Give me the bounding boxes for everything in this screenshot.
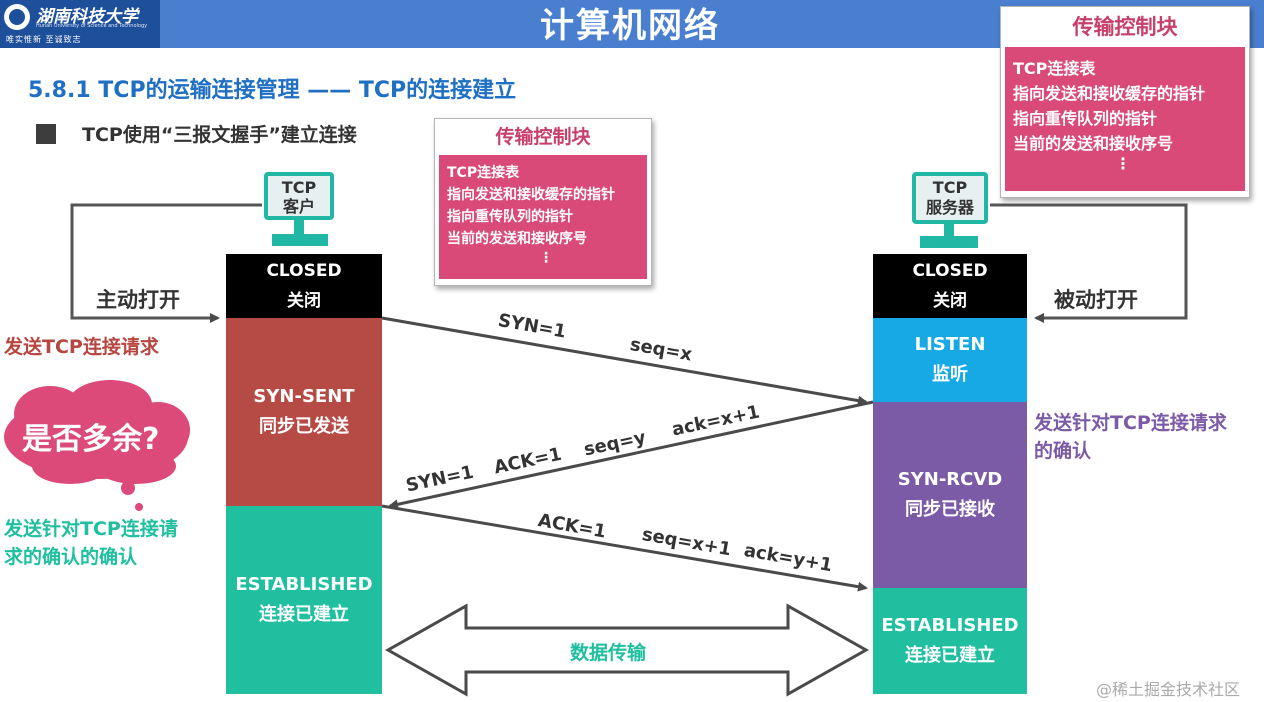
- send-ack-ack-label-line2: 求的确认的确认: [4, 546, 138, 568]
- state-en: CLOSED: [912, 261, 988, 281]
- tcb-right-line: 指向重传队列的指针: [1013, 109, 1158, 128]
- tcb-right-line: 指向发送和接收缓存的指针: [1013, 84, 1206, 103]
- tcb-right: 传输控制块 TCP连接表 指向发送和接收缓存的指针 指向重传队列的指针 当前的发…: [1000, 6, 1250, 198]
- logo-name-en: Hunan University of Science and Technolo…: [36, 23, 148, 29]
- tcb-right-body: TCP连接表 指向发送和接收缓存的指针 指向重传队列的指针 当前的发送和接收序号…: [1005, 47, 1245, 191]
- data-transfer-label: 数据传输: [570, 642, 647, 664]
- university-logo: 湖南科技大学 Hunan University of Science and T…: [0, 0, 160, 48]
- server-monitor-icon: TCP 服务器: [912, 172, 988, 224]
- tcb-right-ellipsis: ⋮: [1115, 154, 1131, 173]
- client-monitor-neck: [294, 220, 304, 234]
- server-state-listen: LISTEN 监听: [873, 318, 1027, 402]
- state-en: ESTABLISHED: [881, 615, 1019, 636]
- server-monitor-line2: 服务器: [925, 198, 974, 217]
- syn-arrow: [381, 316, 868, 406]
- state-en: ESTABLISHED: [235, 574, 373, 595]
- state-cn: 同步已发送: [259, 416, 349, 437]
- client-state-established: ESTABLISHED 连接已建立: [226, 506, 382, 694]
- page-title: 计算机网络: [540, 6, 720, 46]
- synack-arrow: [388, 400, 874, 510]
- tcb-center-ellipsis: ⋮: [539, 250, 553, 266]
- logo-name-cn: 湖南科技大学: [36, 7, 138, 27]
- server-monitor-neck: [944, 224, 954, 236]
- state-cn: 关闭: [933, 291, 967, 311]
- tcb-center-line: 指向发送和接收缓存的指针: [447, 187, 615, 203]
- state-cn: 同步已接收: [905, 499, 995, 520]
- state-cn: 关闭: [287, 291, 321, 311]
- state-cn: 连接已建立: [259, 604, 349, 625]
- state-cn: 连接已建立: [905, 645, 995, 666]
- passive-open-connector: [990, 203, 1188, 323]
- section-title: 5.8.1 TCP的运输连接管理 —— TCP的连接建立: [28, 78, 517, 103]
- state-en: LISTEN: [914, 334, 986, 355]
- send-request-label: 发送TCP连接请求: [4, 336, 159, 358]
- send-ack-label-line2: 的确认: [1034, 440, 1092, 462]
- seal-inner-icon: [9, 9, 25, 25]
- state-en: SYN-RCVD: [897, 469, 1003, 490]
- tcb-center-body: TCP连接表 指向发送和接收缓存的指针 指向重传队列的指针 当前的发送和接收序号…: [439, 155, 647, 279]
- tcb-center: 传输控制块 TCP连接表 指向发送和接收缓存的指针 指向重传队列的指针 当前的发…: [434, 118, 652, 286]
- active-open-connector: [70, 203, 262, 323]
- data-transfer-arrow: [384, 603, 870, 697]
- state-cn: 监听: [932, 364, 968, 385]
- state-en: SYN-SENT: [253, 386, 355, 407]
- send-ack-label-line1: 发送针对TCP连接请求: [1034, 412, 1227, 434]
- server-state-syn-rcvd: SYN-RCVD 同步已接收: [873, 402, 1027, 588]
- tcb-center-line: 指向重传队列的指针: [447, 209, 573, 225]
- client-state-closed: CLOSED 关闭: [226, 254, 382, 318]
- server-state-closed: CLOSED 关闭: [873, 254, 1027, 318]
- client-monitor-line2: 客户: [282, 197, 315, 216]
- server-monitor-base: [920, 236, 978, 248]
- tcb-right-line: 当前的发送和接收序号: [1013, 134, 1174, 153]
- state-en: CLOSED: [266, 261, 342, 281]
- client-state-syn-sent: SYN-SENT 同步已发送: [226, 318, 382, 506]
- logo-motto: 唯实惟新 至诚致志: [6, 35, 82, 44]
- tcb-center-line: TCP连接表: [447, 165, 520, 181]
- tcb-center-title: 传输控制块: [495, 126, 591, 148]
- ack-arrow: [381, 504, 868, 592]
- client-monitor-base: [272, 234, 328, 246]
- active-open-label: 主动打开: [96, 288, 180, 312]
- tcb-right-line: TCP连接表: [1013, 59, 1096, 78]
- bullet-square-icon: [36, 124, 56, 144]
- tcb-right-title: 传输控制块: [1072, 15, 1178, 39]
- server-state-established: ESTABLISHED 连接已建立: [873, 588, 1027, 694]
- watermark: @稀土掘金技术社区: [1096, 680, 1241, 699]
- passive-open-label: 被动打开: [1054, 288, 1138, 312]
- server-monitor-line1: TCP: [932, 178, 968, 197]
- question-text: 是否多余?: [22, 422, 160, 457]
- send-ack-ack-label-line1: 发送针对TCP连接请: [4, 518, 178, 540]
- bullet-text: TCP使用“三报文握手”建立连接: [82, 124, 357, 146]
- client-monitor-line1: TCP: [281, 178, 317, 197]
- thought-cloud-icon: [4, 380, 190, 511]
- tcb-center-line: 当前的发送和接收序号: [447, 231, 587, 247]
- client-monitor-icon: TCP 客户: [264, 172, 334, 220]
